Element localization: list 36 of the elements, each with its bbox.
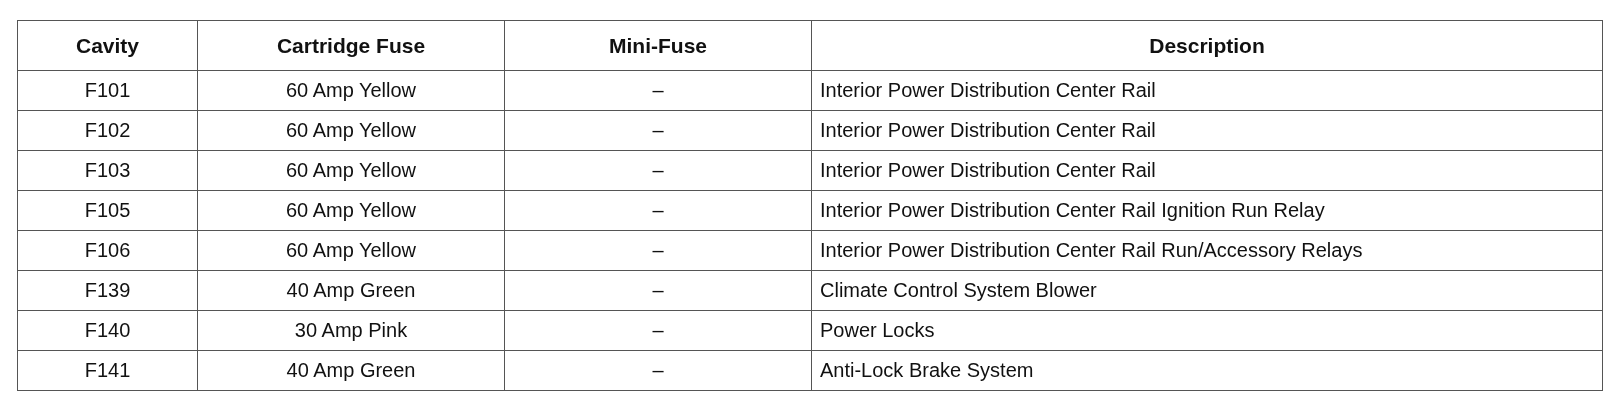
table-cell: – bbox=[504, 110, 812, 151]
table-cell: – bbox=[504, 150, 812, 191]
table-cell: – bbox=[504, 270, 812, 311]
table-cell: Interior Power Distribution Center Rail bbox=[811, 150, 1603, 191]
table-cell: F101 bbox=[17, 70, 198, 111]
column-header: Cavity bbox=[17, 20, 198, 71]
table-cell: – bbox=[504, 350, 812, 391]
column-header: Cartridge Fuse bbox=[197, 20, 505, 71]
table-cell: Interior Power Distribution Center Rail bbox=[811, 110, 1603, 151]
table-cell: Interior Power Distribution Center Rail bbox=[811, 70, 1603, 111]
table-cell: Interior Power Distribution Center Rail Ignition Run Relay bbox=[811, 190, 1603, 231]
table-cell: Anti-Lock Brake System bbox=[811, 350, 1603, 391]
table-cell: – bbox=[504, 310, 812, 351]
table-cell: F105 bbox=[17, 190, 198, 231]
column-header: Mini-Fuse bbox=[504, 20, 812, 71]
table-cell: 60 Amp Yellow bbox=[197, 110, 505, 151]
table-cell: – bbox=[504, 190, 812, 231]
table-cell: F140 bbox=[17, 310, 198, 351]
table-cell: F103 bbox=[17, 150, 198, 191]
table-cell: 60 Amp Yellow bbox=[197, 70, 505, 111]
table-cell: Interior Power Distribution Center Rail Run/Accessory Relays bbox=[811, 230, 1603, 271]
table-cell: F139 bbox=[17, 270, 198, 311]
table-cell: F106 bbox=[17, 230, 198, 271]
table-cell: 40 Amp Green bbox=[197, 350, 505, 391]
table-cell: 60 Amp Yellow bbox=[197, 230, 505, 271]
table-cell: Power Locks bbox=[811, 310, 1603, 351]
table-cell: Climate Control System Blower bbox=[811, 270, 1603, 311]
table-cell: F141 bbox=[17, 350, 198, 391]
table-cell: 60 Amp Yellow bbox=[197, 190, 505, 231]
table-cell: F102 bbox=[17, 110, 198, 151]
column-header: Description bbox=[811, 20, 1603, 71]
table-cell: – bbox=[504, 70, 812, 111]
table-cell: – bbox=[504, 230, 812, 271]
table-cell: 60 Amp Yellow bbox=[197, 150, 505, 191]
table-cell: 40 Amp Green bbox=[197, 270, 505, 311]
table-cell: 30 Amp Pink bbox=[197, 310, 505, 351]
